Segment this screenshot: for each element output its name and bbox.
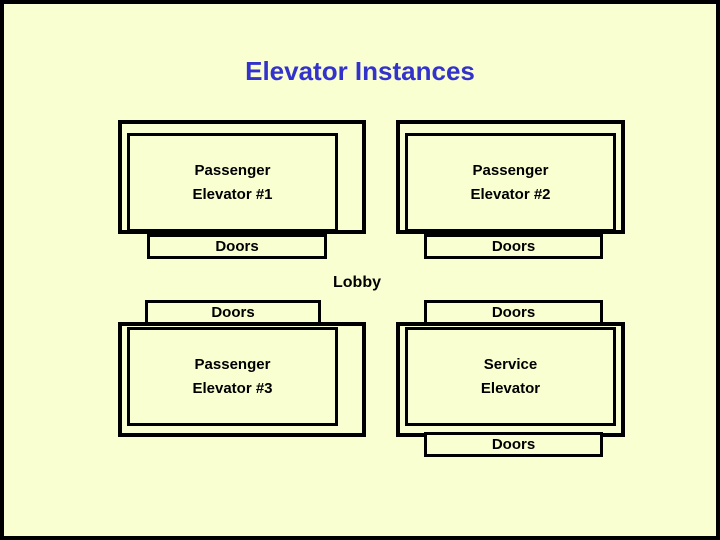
elevator-car-label: Service Elevator — [481, 353, 540, 400]
doors-label: Doors — [215, 238, 259, 255]
elevator-name-line1: Passenger — [194, 162, 271, 180]
elevator-name-line1: Service — [483, 356, 538, 374]
doors-service-bottom[interactable]: Doors — [424, 432, 603, 457]
elevator-name-line1: Passenger — [472, 162, 549, 180]
doors-passenger-2[interactable]: Doors — [424, 234, 603, 259]
elevator-name-line2: Elevator — [480, 379, 541, 397]
elevator-name-line1: Passenger — [194, 356, 271, 374]
elevator-name-line2: Elevator #2 — [470, 185, 551, 203]
elevator-car-label: Passenger Elevator #2 — [470, 159, 550, 206]
elevator-name-line2: Elevator #1 — [192, 185, 273, 203]
lobby-label: Lobby — [333, 274, 381, 291]
elevator-name-line2: Elevator #3 — [192, 379, 273, 397]
doors-label: Doors — [491, 436, 536, 453]
elevator-car-passenger-2[interactable]: Passenger Elevator #2 — [405, 133, 616, 232]
doors-service-top[interactable]: Doors — [424, 300, 603, 325]
elevator-car-label: Passenger Elevator #3 — [192, 353, 272, 400]
doors-passenger-1[interactable]: Doors — [147, 234, 327, 259]
elevator-car-passenger-1[interactable]: Passenger Elevator #1 — [127, 133, 338, 232]
elevator-car-service[interactable]: Service Elevator — [405, 327, 616, 426]
doors-label: Doors — [211, 304, 255, 321]
elevator-car-label: Passenger Elevator #1 — [192, 159, 272, 206]
page-title: Elevator Instances — [245, 56, 475, 86]
diagram-area: Elevator Instances Passenger Elevator #1… — [4, 4, 716, 536]
doors-label: Doors — [491, 304, 536, 321]
slide-canvas: Elevator Instances Passenger Elevator #1… — [4, 4, 716, 536]
doors-label: Doors — [491, 238, 536, 255]
elevator-car-passenger-3[interactable]: Passenger Elevator #3 — [127, 327, 338, 426]
